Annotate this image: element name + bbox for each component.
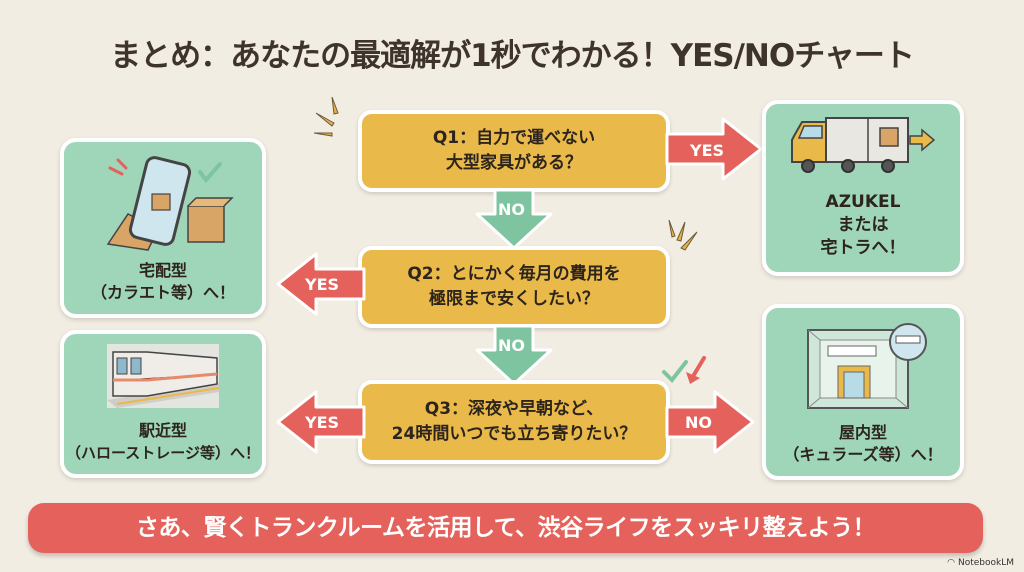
q3-no-label: NO (685, 413, 712, 432)
yes-arrow-left (276, 252, 366, 316)
page-title: まとめ：あなたの最適解が1秒でわかる！YES/NOチャート (110, 38, 915, 74)
no-arrow-down (475, 188, 553, 250)
train-icon (107, 344, 219, 408)
notebooklm-logo-icon: ◠ (947, 558, 955, 568)
question-3-line1: Q3：深夜や早朝など、 (424, 399, 604, 419)
no-arrow-right (665, 390, 755, 454)
result-okunai-line2: （キュラーズ等）へ！ (783, 445, 943, 464)
q3-yes-label: YES (305, 413, 340, 432)
sparkle-icon (668, 219, 698, 251)
phone-box-icon (106, 156, 234, 251)
question-2-box: Q2：とにかく毎月の費用を 極限まで安くしたい？ (358, 246, 670, 328)
result-azukel-card: AZUKEL または 宅トラへ！ (762, 100, 964, 276)
brand-label: NotebookLM (957, 558, 1014, 568)
result-takuhai-line2: （カラエト等）へ！ (90, 283, 235, 302)
result-takuhai-card: 宅配型 （カラエト等）へ！ (60, 138, 266, 318)
result-azukel-line3: 宅トラへ！ (820, 238, 906, 258)
q2-no-label: NO (498, 336, 525, 355)
result-okunai-line1: 屋内型 (838, 423, 887, 442)
question-2-line2: 極限まで安くしたい？ (429, 289, 599, 309)
result-okunai-card: 屋内型 （キュラーズ等）へ！ (762, 304, 964, 480)
question-1-line1: Q1：自力で運べない (432, 128, 596, 148)
brand-watermark: ◠ NotebookLM (947, 558, 1014, 568)
indoor-room-ac-icon (807, 323, 927, 409)
check-and-arrow-icon (662, 356, 706, 384)
result-azukel-line2: または (837, 215, 889, 235)
delivery-truck-icon (791, 117, 936, 173)
result-ekichika-card: 駅近型 （ハローストレージ等）へ！ (60, 330, 266, 478)
result-ekichika-line2: （ハローストレージ等）へ！ (66, 444, 260, 462)
result-takuhai-line1: 宅配型 (138, 261, 187, 280)
question-1-box: Q1：自力で運べない 大型家具がある？ (358, 110, 670, 192)
result-ekichika-line1: 駅近型 (138, 421, 187, 440)
cta-banner: さあ、賢くトランクルームを活用して、渋谷ライフをスッキリ整えよう！ (28, 503, 983, 553)
q2-yes-label: YES (305, 275, 340, 294)
q1-no-label: NO (498, 200, 525, 219)
question-2-line1: Q2：とにかく毎月の費用を (407, 264, 621, 284)
sparkle-icon (313, 96, 339, 137)
yes-arrow-right (665, 117, 763, 181)
no-arrow-down (475, 324, 553, 386)
result-azukel-line1: AZUKEL (825, 192, 901, 212)
q1-yes-label: YES (690, 141, 725, 160)
question-1-line2: 大型家具がある？ (446, 153, 582, 173)
question-3-box: Q3：深夜や早朝など、 24時間いつでも立ち寄りたい？ (358, 380, 670, 464)
question-3-line2: 24時間いつでも立ち寄りたい？ (391, 424, 637, 444)
yes-arrow-left (276, 390, 366, 454)
